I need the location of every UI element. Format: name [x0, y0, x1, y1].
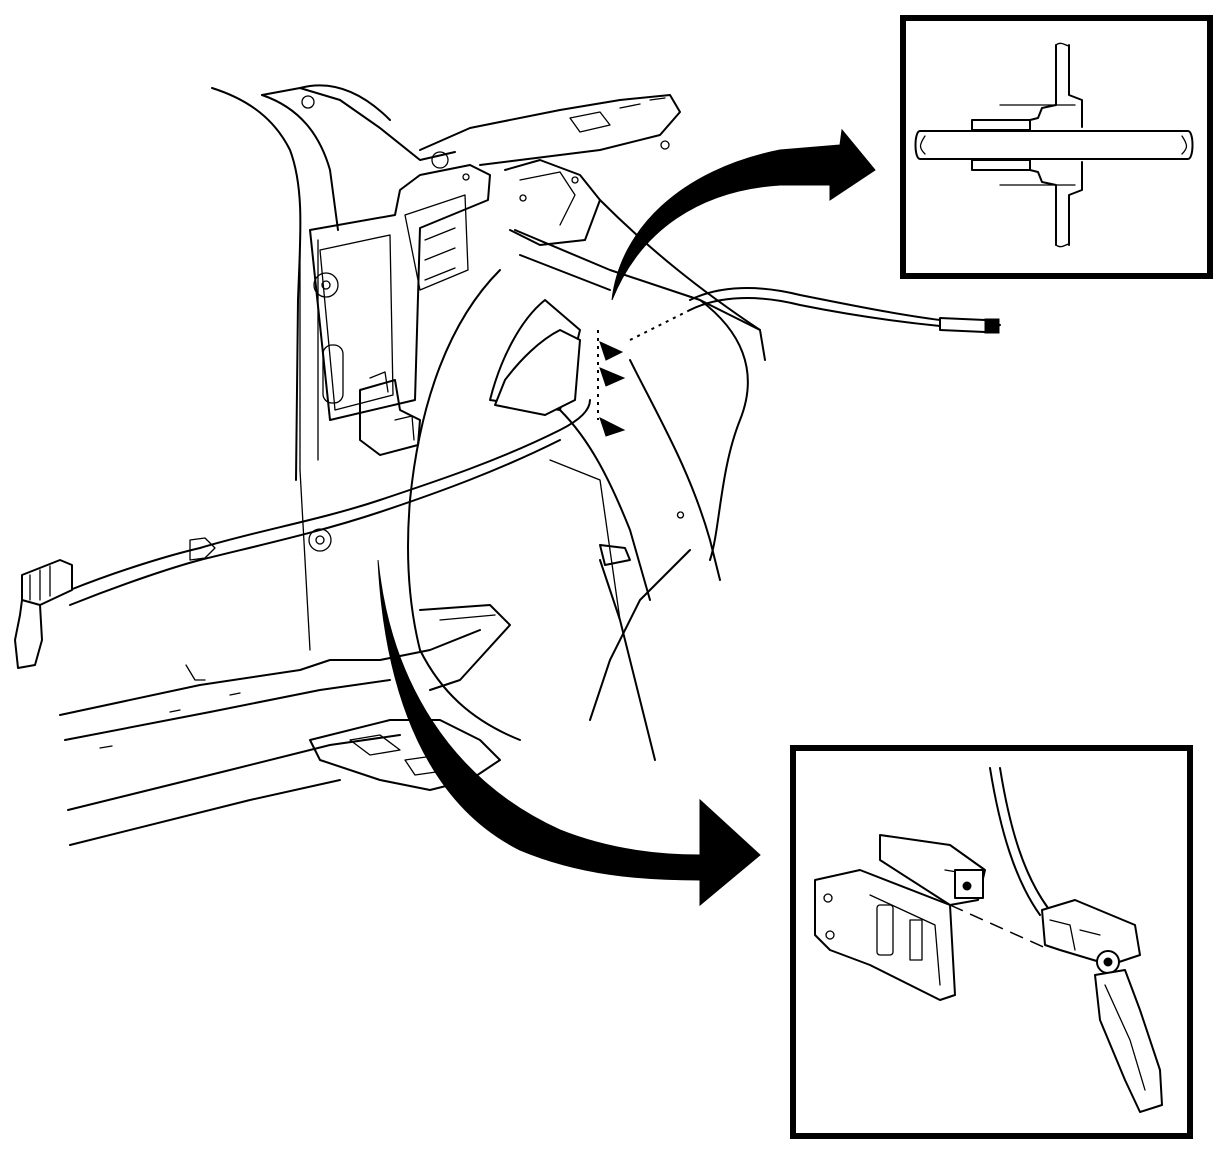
callout-arrow-lower [377, 559, 761, 907]
release-cable [69, 287, 1001, 606]
release-handle-main-view [14, 559, 73, 669]
detail-frame-handle-bracket [790, 745, 1193, 1139]
detail-frame-grommet [900, 15, 1213, 279]
callout-arrow-upper [611, 128, 876, 301]
vehicle-body-structure [59, 84, 766, 846]
